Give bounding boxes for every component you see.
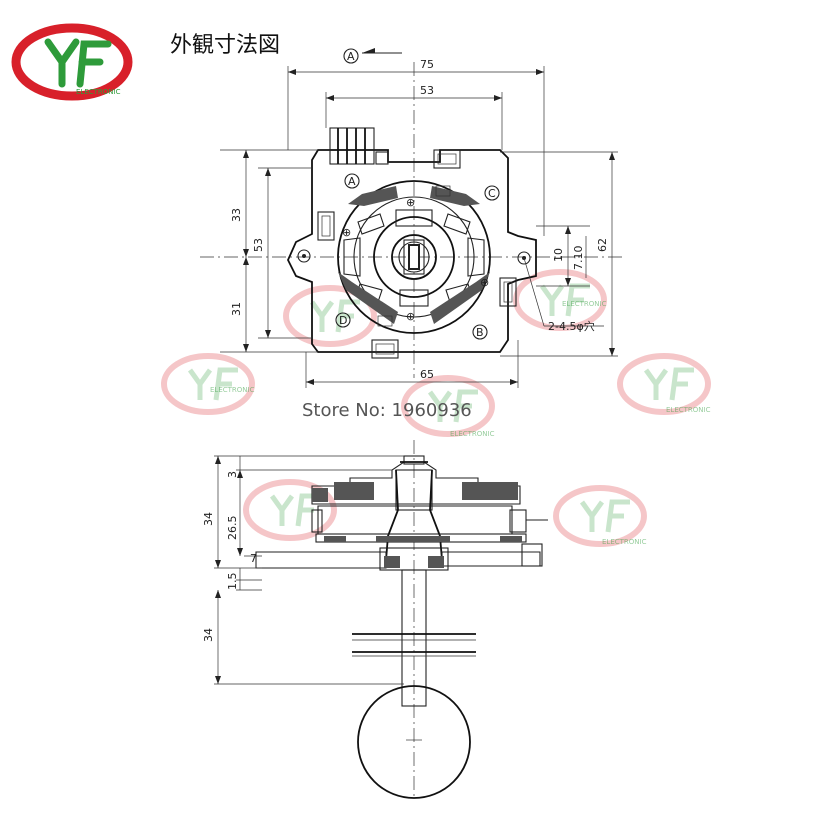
dim-side-34-upper: 34: [202, 512, 215, 526]
dim-right-small: 10: [552, 248, 565, 262]
dim-left-upper: 33: [230, 208, 243, 222]
mount-hole-left: [297, 249, 311, 263]
watermark-text-3: ELECTRONIC: [450, 430, 495, 438]
hole-note: 2-4.5φ穴: [548, 319, 595, 333]
store-number: Store No: 1960936: [302, 400, 472, 421]
dim-side-1-5: 1.5: [226, 573, 239, 591]
switch-label-b: B: [476, 326, 484, 339]
svg-text:⊕: ⊕: [406, 310, 415, 323]
svg-text:⊕: ⊕: [480, 276, 489, 289]
switch-label-a: A: [348, 175, 356, 188]
watermark-text-1: ELECTRONIC: [562, 300, 607, 308]
direction-marker: A: [343, 48, 402, 64]
switch-label-c: C: [488, 187, 496, 200]
side-view: 34 34 3 26.5 7 1.5: [202, 440, 548, 800]
watermarks: ELECTRONIC ELECTRONIC ELECTRONIC ELECTRO…: [161, 269, 711, 547]
logo-brand-text: ELECTRONIC: [76, 88, 121, 96]
dim-left-lower: 31: [230, 302, 243, 316]
dim-inner-width: 53: [420, 84, 434, 97]
watermark-text-5: ELECTRONIC: [602, 538, 647, 546]
watermark-text-2: ELECTRONIC: [210, 386, 255, 394]
dim-side-7: 7: [250, 552, 257, 565]
direction-marker-label: A: [347, 50, 355, 63]
dim-left-total: 53: [252, 238, 265, 252]
top-view: ⊕ ⊕ ⊕ ⊕ A B C D 75 53 65: [200, 58, 626, 388]
dim-side-26-5: 26.5: [226, 516, 239, 541]
brand-logo: ELECTRONIC: [11, 23, 133, 101]
mount-hole-right: [517, 251, 531, 265]
dim-right-total: 62: [596, 238, 609, 252]
dim-bottom-width: 65: [420, 368, 434, 381]
switch-label-d: D: [339, 314, 347, 327]
dim-side-3: 3: [226, 471, 239, 478]
dim-overall-width: 75: [420, 58, 434, 71]
dim-right-mid: 7.10: [572, 246, 585, 271]
svg-text:⊕: ⊕: [406, 196, 415, 209]
drawing-title: 外観寸法図: [170, 33, 280, 58]
dim-side-34-lower: 34: [202, 628, 215, 642]
watermark-text-4: ELECTRONIC: [666, 406, 711, 414]
svg-text:⊕: ⊕: [342, 226, 351, 239]
